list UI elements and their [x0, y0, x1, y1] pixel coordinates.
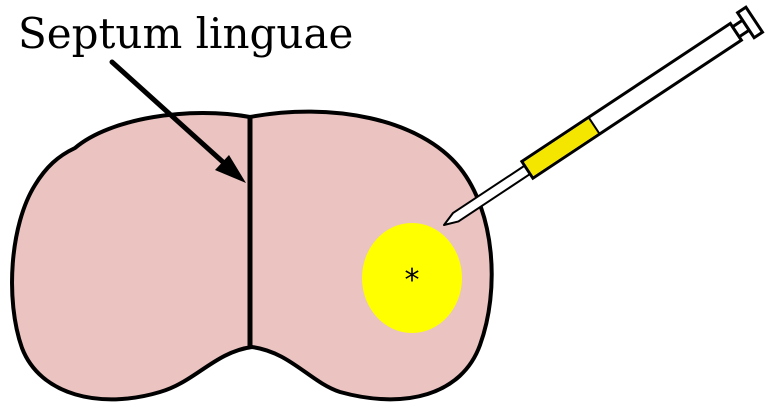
septum-label: Septum linguae: [18, 9, 353, 58]
injection-marker: *: [405, 263, 420, 298]
syringe-icon: [436, 7, 763, 237]
